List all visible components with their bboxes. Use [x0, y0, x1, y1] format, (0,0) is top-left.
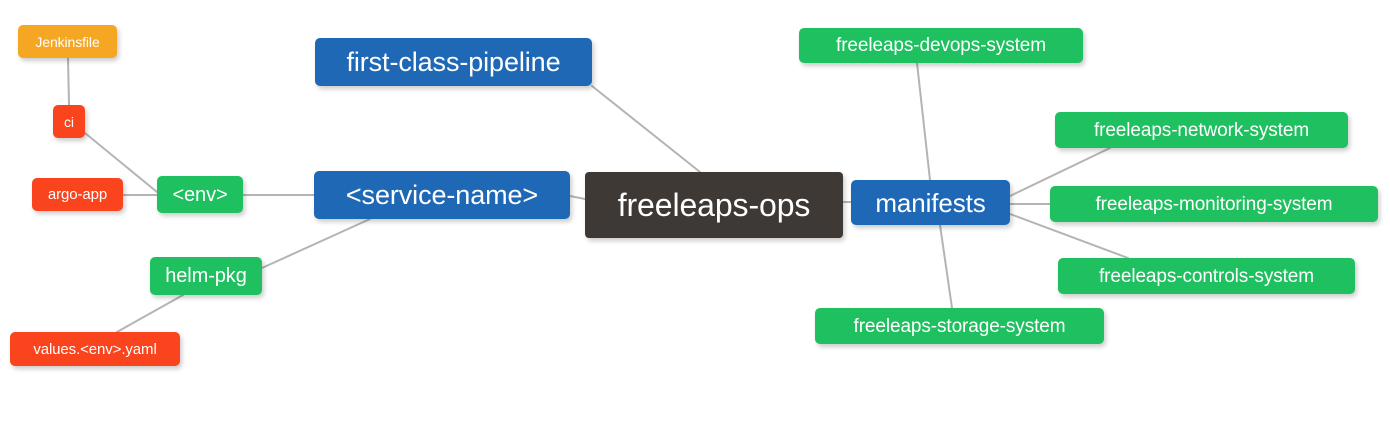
mindmap-node-service-name[interactable]: <service-name>: [314, 171, 570, 219]
edge-service-name-to-freeleaps-ops: [569, 195, 586, 200]
mindmap-node-values-yaml[interactable]: values.<env>.yaml: [10, 332, 180, 366]
mindmap-node-controls-system[interactable]: freeleaps-controls-system: [1058, 258, 1355, 294]
mindmap-node-devops-system[interactable]: freeleaps-devops-system: [799, 28, 1083, 63]
edge-manifests-to-devops-system: [916, 62, 931, 181]
mindmap-node-argo-app[interactable]: argo-app: [32, 178, 123, 211]
mindmap-node-storage-system[interactable]: freeleaps-storage-system: [815, 308, 1104, 344]
mindmap-node-freeleaps-ops[interactable]: freeleaps-ops: [585, 172, 843, 238]
mindmap-node-monitoring-system[interactable]: freeleaps-monitoring-system: [1050, 186, 1378, 222]
edge-manifests-to-storage-system: [939, 224, 953, 309]
edge-jenkinsfile-to-ci: [67, 57, 70, 106]
mindmap-node-first-class-pipeline[interactable]: first-class-pipeline: [315, 38, 592, 86]
mindmap-node-env[interactable]: <env>: [157, 176, 243, 213]
edge-values-yaml-to-helm-pkg: [116, 294, 184, 333]
mindmap-node-jenkinsfile[interactable]: Jenkinsfile: [18, 25, 117, 58]
edge-first-class-pipeline-to-freeleaps-ops: [591, 85, 701, 173]
mindmap-node-manifests[interactable]: manifests: [851, 180, 1010, 225]
mindmap-node-ci[interactable]: ci: [53, 105, 85, 138]
mindmap-node-network-system[interactable]: freeleaps-network-system: [1055, 112, 1348, 148]
mindmap-node-helm-pkg[interactable]: helm-pkg: [150, 257, 262, 295]
edge-helm-pkg-to-service-name: [261, 218, 371, 269]
